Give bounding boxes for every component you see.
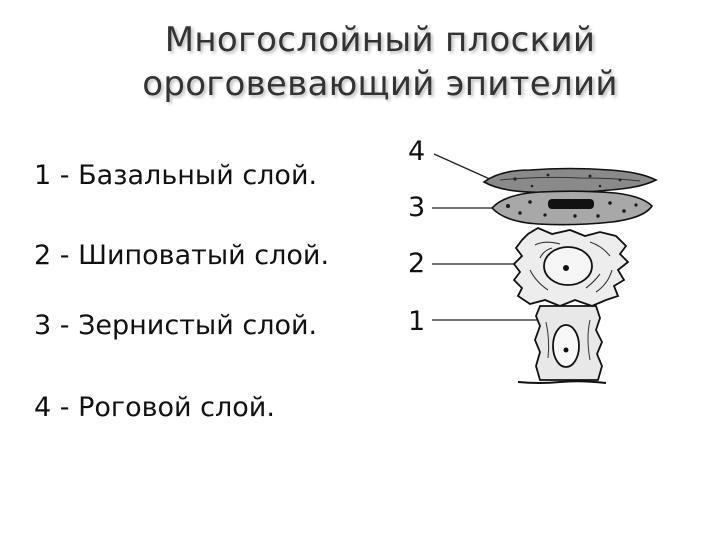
horny-layer-cell [482, 167, 658, 194]
legend-item-horny: 4 - Роговой слой. [34, 392, 275, 423]
legend-item-granular: 3 - Зернистый слой. [34, 310, 318, 341]
legend-item-spinous: 2 - Шиповатый слой. [34, 240, 330, 271]
basal-layer-cell [534, 305, 603, 381]
basal-nucleus [552, 324, 580, 368]
callout-label-1: 1 [408, 306, 426, 337]
granule-nucleus [548, 199, 594, 209]
callout-label-4: 4 [408, 136, 426, 167]
basement-membrane [517, 380, 607, 384]
title-line-1: Многослойный плоский [164, 20, 596, 60]
granular-layer-cell [490, 190, 654, 226]
slide-title: Многослойный плоский ороговевающий эпите… [80, 18, 680, 106]
callout-label-3: 3 [408, 192, 426, 223]
spinous-layer-cell [512, 226, 630, 307]
legend-item-basal: 1 - Базальный слой. [34, 160, 318, 191]
callout-line-4 [433, 153, 493, 181]
title-line-2: ороговевающий эпителий [142, 64, 618, 104]
callout-label-2: 2 [408, 248, 426, 279]
